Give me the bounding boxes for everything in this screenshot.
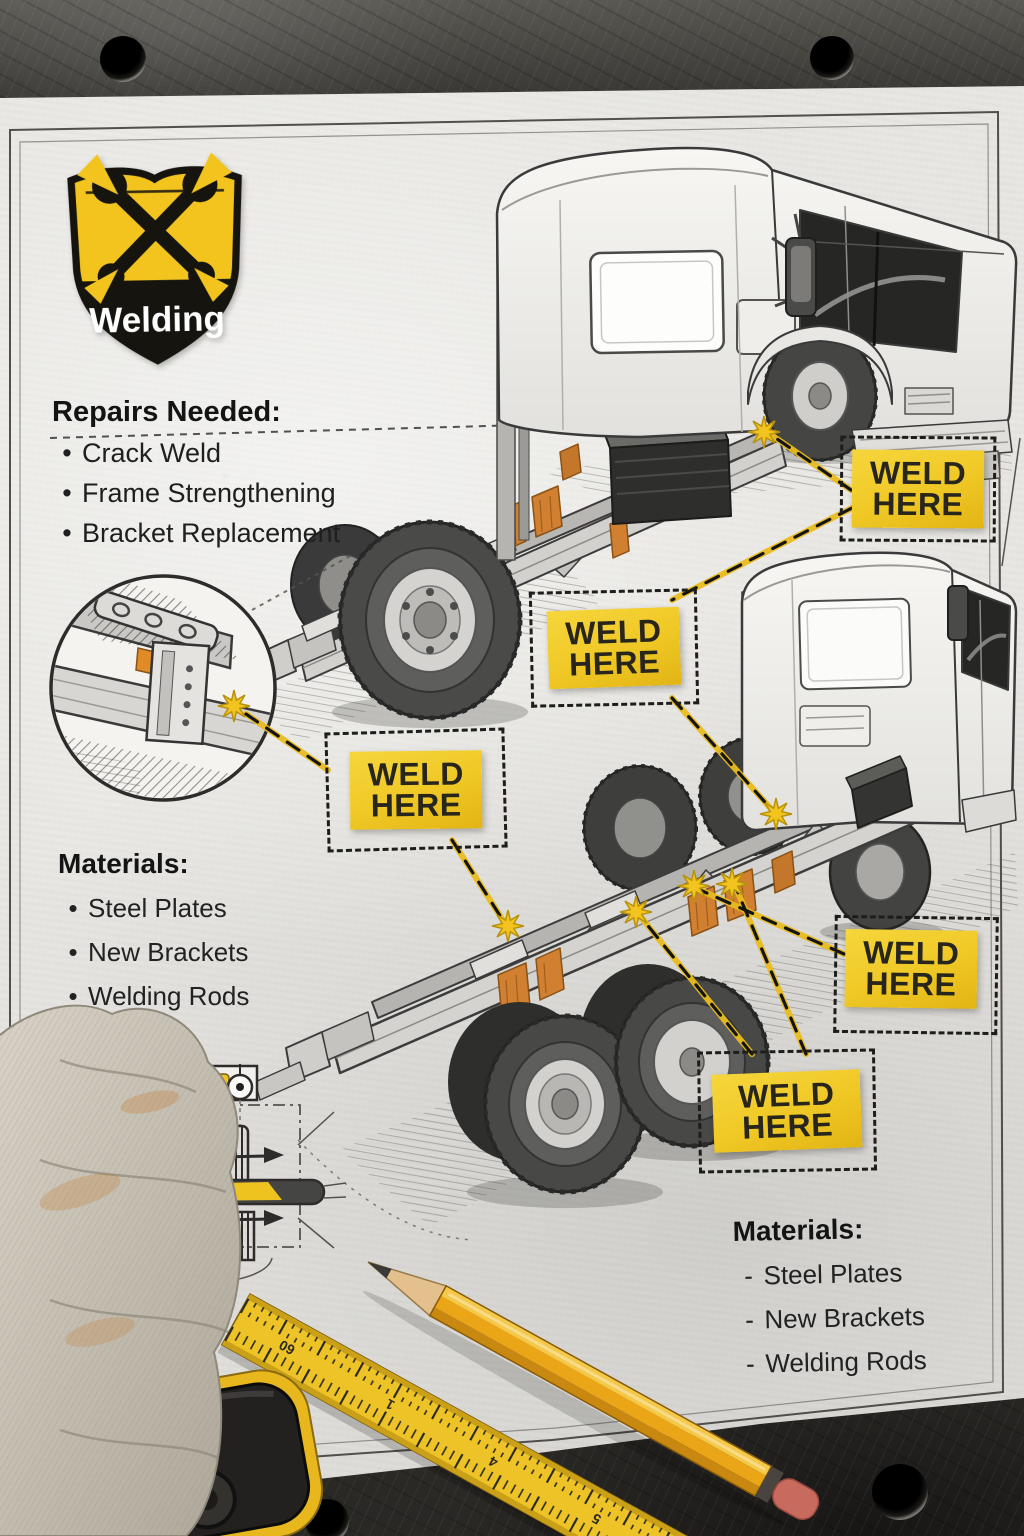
table-hole [872, 1464, 928, 1520]
materials-item-label: New Brackets [88, 937, 249, 967]
truck-top-illustration [250, 146, 1018, 742]
pencil-ferrule [755, 1466, 784, 1503]
welding-badge-shield: Welding [67, 152, 242, 365]
bullet: • [62, 438, 72, 468]
materials-item: • Welding Rods [58, 981, 249, 1012]
repairs-heading: Repairs Needed: [52, 396, 281, 428]
work-glove [0, 1004, 242, 1536]
bullet: • [62, 478, 72, 508]
mirror [947, 585, 969, 641]
weld-leader-lines [217, 415, 855, 1057]
materials-item-label: Steel Plates [88, 893, 227, 923]
repairs-item: • Frame Strengthening [52, 478, 340, 509]
ruler: 60 1 4 5 3 [217, 1292, 776, 1536]
materials-item: • New Brackets [58, 937, 249, 968]
repairs-item: • Crack Weld [52, 438, 340, 469]
badge-label: Welding [89, 300, 225, 341]
repairs-needed-section: Repairs Needed: • Crack Weld • Frame Stren… [52, 396, 340, 549]
table-hole [810, 36, 854, 80]
materials-item-label: Welding Rods [88, 981, 250, 1011]
materials-heading: Materials: [58, 848, 189, 879]
crossed-wrenches-icon [77, 152, 232, 304]
pencil [363, 1261, 820, 1525]
bracket-detail-inset [49, 555, 351, 802]
bullet: • [62, 518, 72, 548]
welding-badge: Welding [56, 146, 256, 371]
truck-bottom-illustration [254, 437, 1021, 1226]
ruler-number: 60 [276, 1337, 298, 1359]
repairs-item-label: Crack Weld [82, 438, 222, 468]
antenna-line [1001, 437, 1021, 567]
repairs-item-label: Bracket Replacement [82, 518, 341, 548]
bullet: • [68, 893, 78, 923]
pencil-eraser [772, 1478, 820, 1520]
materials-section-left: Materials: • Steel Plates • New Brackets •… [58, 848, 249, 1012]
bullet: • [68, 981, 78, 1011]
repairs-item-label: Frame Strengthening [82, 478, 336, 508]
bullet: • [68, 937, 78, 967]
repairs-item: • Bracket Replacement [52, 518, 340, 549]
mirror-pointer-line [815, 241, 1005, 255]
table-hole [100, 36, 146, 82]
materials-item: • Steel Plates [58, 893, 249, 924]
